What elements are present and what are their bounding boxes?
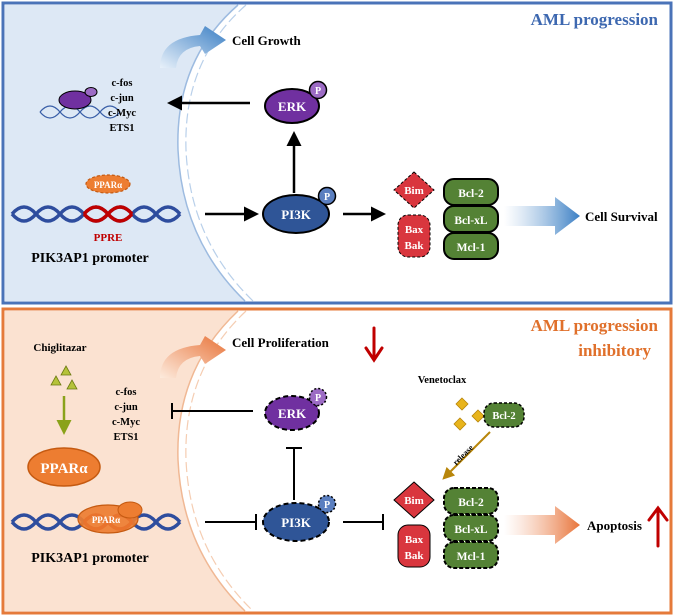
top-pi3k-node: [262, 194, 330, 234]
bottom-ppar-label: PPARα: [40, 461, 88, 477]
top-promoter-label: PIK3AP1 promoter: [31, 251, 149, 266]
chiglitazar-molecule: [50, 375, 62, 386]
bottom-baxbak-node: [397, 524, 431, 568]
bottom-target-gene: c-Myc: [112, 417, 140, 428]
cell-survival-arrow: [504, 197, 580, 235]
cell-proliferation-arrow: [160, 336, 226, 378]
top-panel-title: AML progression: [531, 10, 659, 29]
chiglitazar-label: Chiglitazar: [33, 342, 86, 354]
bottom-ppar-bound-label: PPARα: [92, 515, 120, 525]
bottom-erk-label: ERK: [278, 406, 307, 421]
venetoclax-molecule: [453, 417, 467, 431]
venetoclax-label: Venetoclax: [418, 375, 467, 386]
bottom-panel: AML progression inhibitory Chiglitazar P…: [1, 307, 673, 615]
top-ppar-label: PPARα: [94, 180, 122, 190]
bottom-bcl2-label: Bcl-2: [458, 497, 484, 509]
apoptosis-label: Apoptosis: [587, 518, 642, 533]
bottom-bcl2-node: [443, 487, 499, 515]
top-promoter-dna: [10, 205, 182, 223]
top-bax-label: Bax: [405, 224, 424, 236]
top-mcl1-label: Mcl-1: [457, 242, 486, 254]
top-panel: AML progression Cell Growth c-fos c-jun …: [1, 1, 673, 305]
apoptosis-arrow: [504, 506, 580, 544]
venetoclax-bcl2-node: [483, 402, 525, 428]
bottom-bax-label: Bax: [405, 534, 424, 546]
bottom-erk-p: P: [315, 393, 321, 404]
bottom-promoter-label: PIK3AP1 promoter: [31, 551, 149, 566]
top-erk-p: P: [315, 86, 321, 97]
bottom-bim-label: Bim: [404, 495, 424, 507]
top-bcl2-label: Bcl-2: [458, 188, 484, 200]
bottom-erk-node: [264, 395, 320, 431]
bottom-pi3k-p: P: [324, 500, 330, 511]
top-pi3k-phospho: [317, 186, 337, 206]
bottom-cell-region: [5, 311, 245, 611]
cell-growth-label: Cell Growth: [232, 33, 301, 48]
bottom-panel-title-line1: AML progression: [531, 316, 659, 335]
bottom-bclxl-node: [443, 514, 499, 542]
top-erk-label: ERK: [278, 99, 307, 114]
top-cell-region: [5, 5, 245, 301]
bottom-panel-title-line2: inhibitory: [578, 341, 651, 360]
cell-growth-arrow: [160, 26, 226, 68]
bottom-ppar-node: [27, 447, 101, 487]
bottom-pi3k-node: [262, 502, 330, 542]
apoptosis-up-arrow: [647, 505, 669, 548]
bottom-bak-label: Bak: [405, 550, 425, 562]
top-target-gene: c-Myc: [108, 108, 136, 119]
top-bak-label: Bak: [405, 240, 425, 252]
venetoclax-molecule: [455, 397, 469, 411]
venetoclax-molecule: [471, 409, 485, 423]
bottom-target-gene: ETS1: [113, 432, 138, 443]
top-bim-label: Bim: [404, 185, 424, 197]
chiglitazar-molecule: [66, 379, 78, 390]
top-bclxl-label: Bcl-xL: [454, 215, 488, 227]
bottom-mcl1-node: [443, 541, 499, 569]
bottom-mcl1-label: Mcl-1: [457, 551, 486, 563]
top-erk-node: [264, 88, 320, 124]
release-arrow: [442, 431, 491, 480]
bottom-pi3k-phospho: [317, 494, 337, 514]
ppre-label: PPRE: [94, 232, 123, 244]
top-transcription-factor-p: [84, 87, 98, 97]
top-transcription-factor: [58, 90, 92, 110]
top-target-gene: c-fos: [112, 78, 133, 89]
top-erk-phospho: [308, 80, 328, 100]
bottom-ppar-bound-partner: [117, 501, 143, 519]
bottom-bim-node: [393, 481, 435, 519]
proliferation-down-arrow: [364, 326, 384, 363]
top-small-dna: [39, 105, 121, 119]
top-mcl1-node: [443, 232, 499, 260]
top-bim-node: [393, 171, 435, 209]
top-pi3k-label: PI3K: [281, 207, 312, 222]
top-baxbak-node: [397, 214, 431, 258]
bottom-target-gene: c-fos: [116, 387, 137, 398]
bottom-target-gene: c-jun: [114, 402, 137, 413]
top-ppar-small: [85, 174, 131, 194]
bottom-pi3k-label: PI3K: [281, 515, 312, 530]
bottom-bclxl-label: Bcl-xL: [454, 524, 488, 536]
top-pi3k-p: P: [324, 192, 330, 203]
cell-survival-label: Cell Survival: [585, 209, 658, 224]
top-target-gene: ETS1: [109, 123, 134, 134]
venetoclax-bcl2-label: Bcl-2: [492, 411, 515, 422]
cell-proliferation-label: Cell Proliferation: [232, 335, 330, 350]
chiglitazar-molecule: [60, 365, 72, 376]
top-target-gene: c-jun: [110, 93, 133, 104]
bottom-erk-phospho: [308, 387, 328, 407]
